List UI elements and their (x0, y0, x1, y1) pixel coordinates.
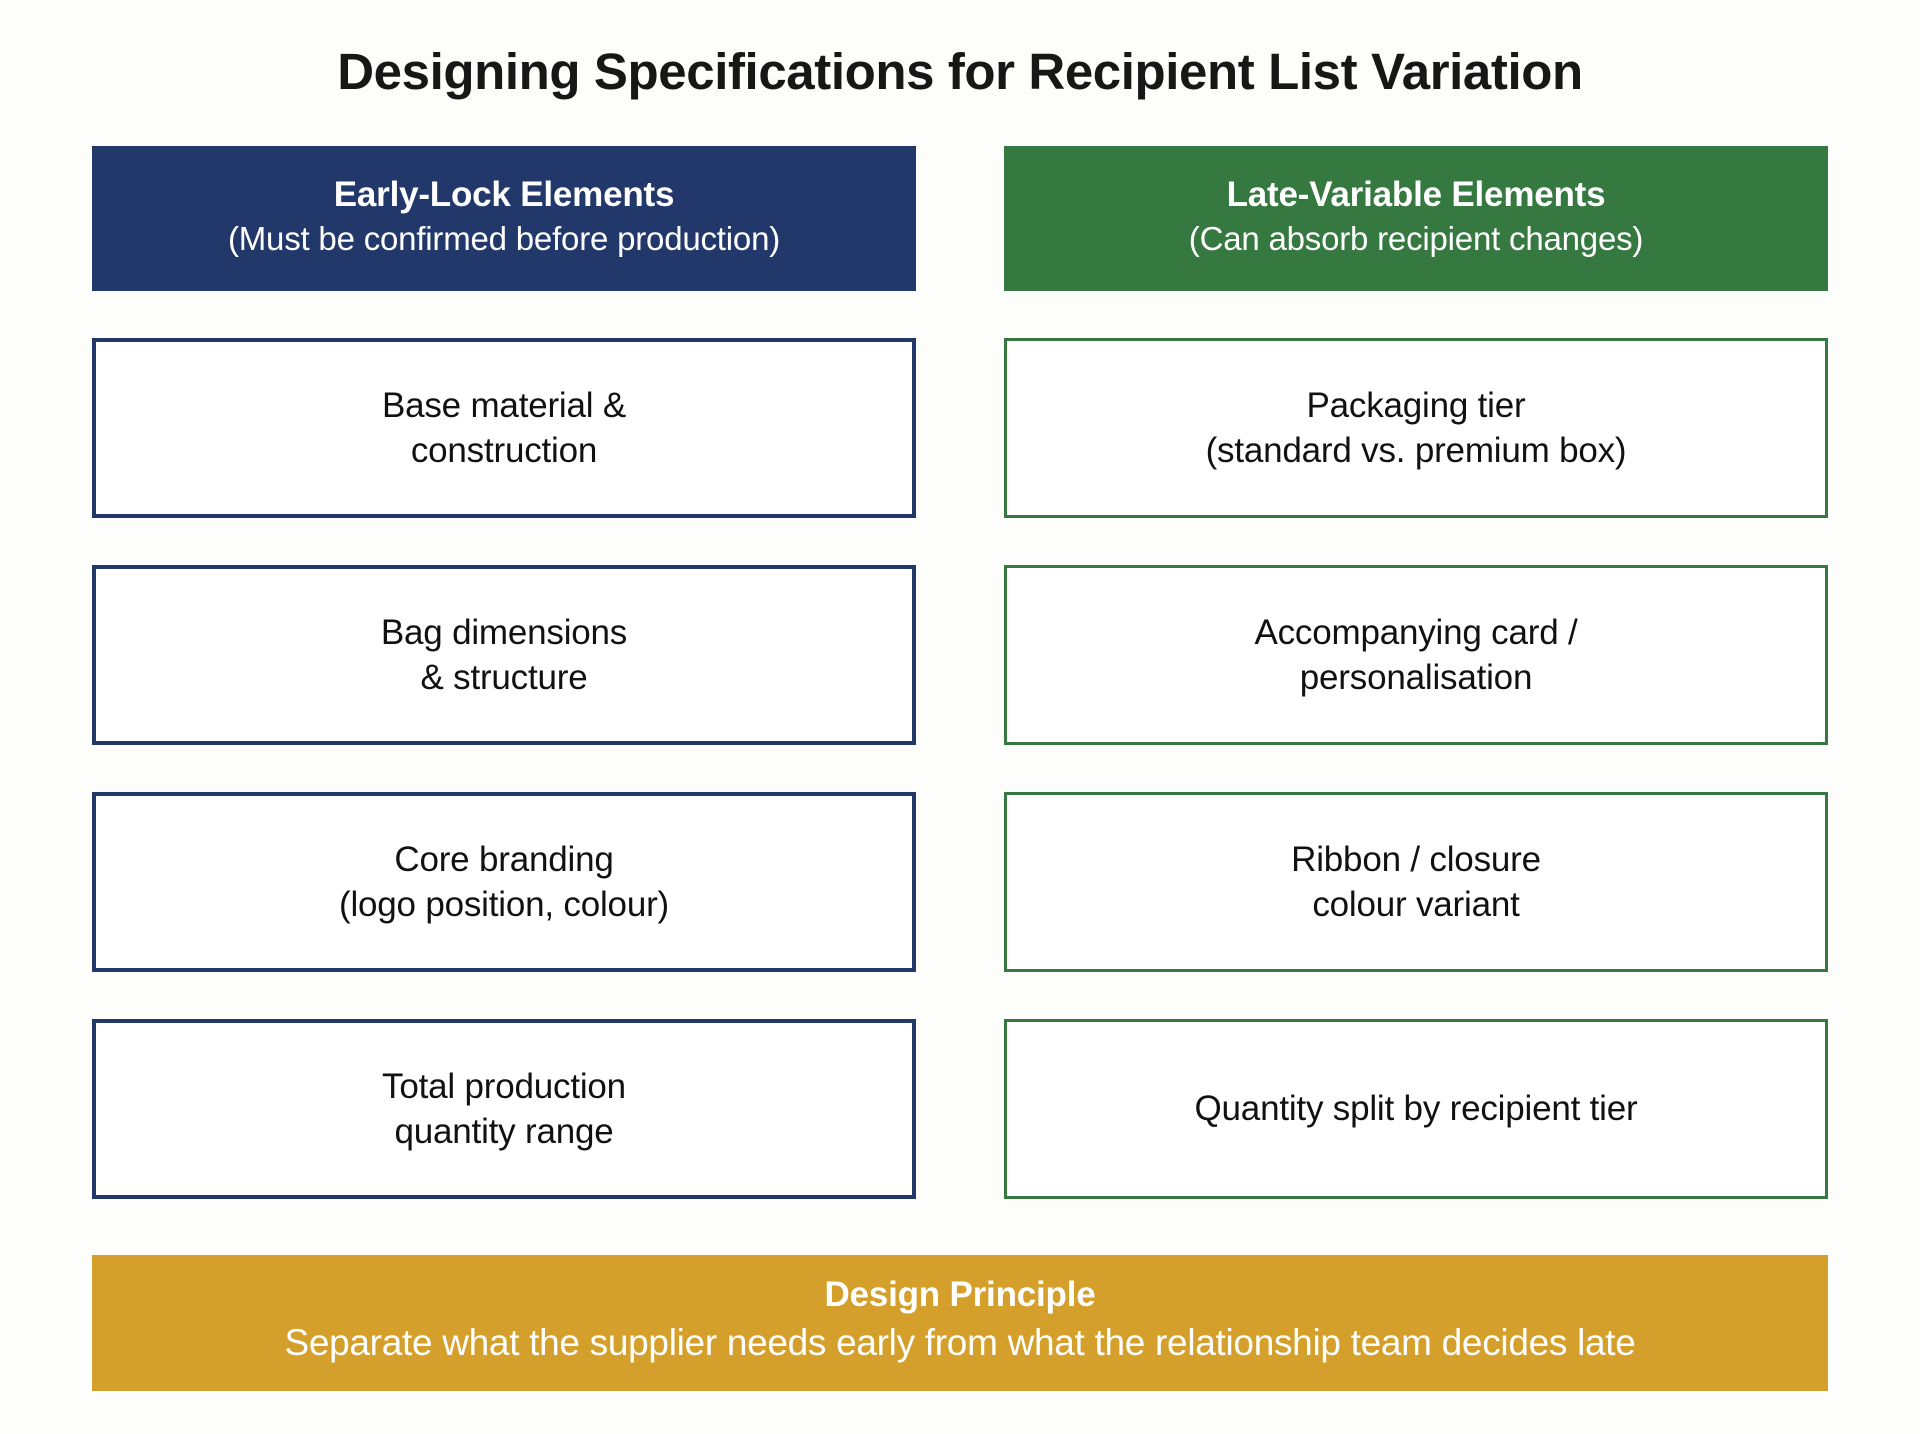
two-column-comparison: Early-Lock Elements (Must be confirmed b… (0, 146, 1920, 1200)
column-header-late-variable: Late-Variable Elements (Can absorb recip… (1004, 146, 1828, 292)
late-variable-item-4: Quantity split by recipient tier (1004, 1019, 1828, 1200)
item-label: Total production quantity range (382, 1066, 626, 1152)
page-title: Designing Specifications for Recipient L… (337, 43, 1583, 100)
late-variable-item-2: Accompanying card / personalisation (1004, 565, 1828, 746)
column-header-title: Early-Lock Elements (333, 175, 675, 215)
column-late-variable: Late-Variable Elements (Can absorb recip… (1004, 146, 1828, 1200)
late-variable-item-3: Ribbon / closure colour variant (1004, 792, 1828, 973)
item-label: Accompanying card / personalisation (1254, 612, 1578, 698)
design-principle-subtitle: Separate what the supplier needs early f… (284, 1321, 1636, 1363)
early-lock-item-1: Base material & construction (92, 338, 916, 519)
early-lock-item-3: Core branding (logo position, colour) (92, 792, 916, 973)
early-lock-item-2: Bag dimensions & structure (92, 565, 916, 746)
column-header-subtitle: (Can absorb recipient changes) (1188, 220, 1644, 258)
column-header-subtitle: (Must be confirmed before production) (227, 220, 781, 258)
late-variable-item-1: Packaging tier (standard vs. premium box… (1004, 338, 1828, 519)
column-header-early-lock: Early-Lock Elements (Must be confirmed b… (92, 146, 916, 292)
item-label: Bag dimensions & structure (380, 612, 628, 698)
item-label: Core branding (logo position, colour) (338, 839, 670, 925)
item-label: Quantity split by recipient tier (1194, 1089, 1638, 1129)
item-label: Base material & construction (381, 385, 627, 471)
item-label: Ribbon / closure colour variant (1291, 839, 1541, 925)
early-lock-item-4: Total production quantity range (92, 1019, 916, 1200)
design-principle-banner: Design Principle Separate what the suppl… (92, 1255, 1828, 1392)
column-header-title: Late-Variable Elements (1226, 175, 1606, 215)
column-early-lock: Early-Lock Elements (Must be confirmed b… (92, 146, 916, 1200)
item-label: Packaging tier (standard vs. premium box… (1205, 385, 1627, 471)
design-principle-title: Design Principle (824, 1275, 1096, 1315)
